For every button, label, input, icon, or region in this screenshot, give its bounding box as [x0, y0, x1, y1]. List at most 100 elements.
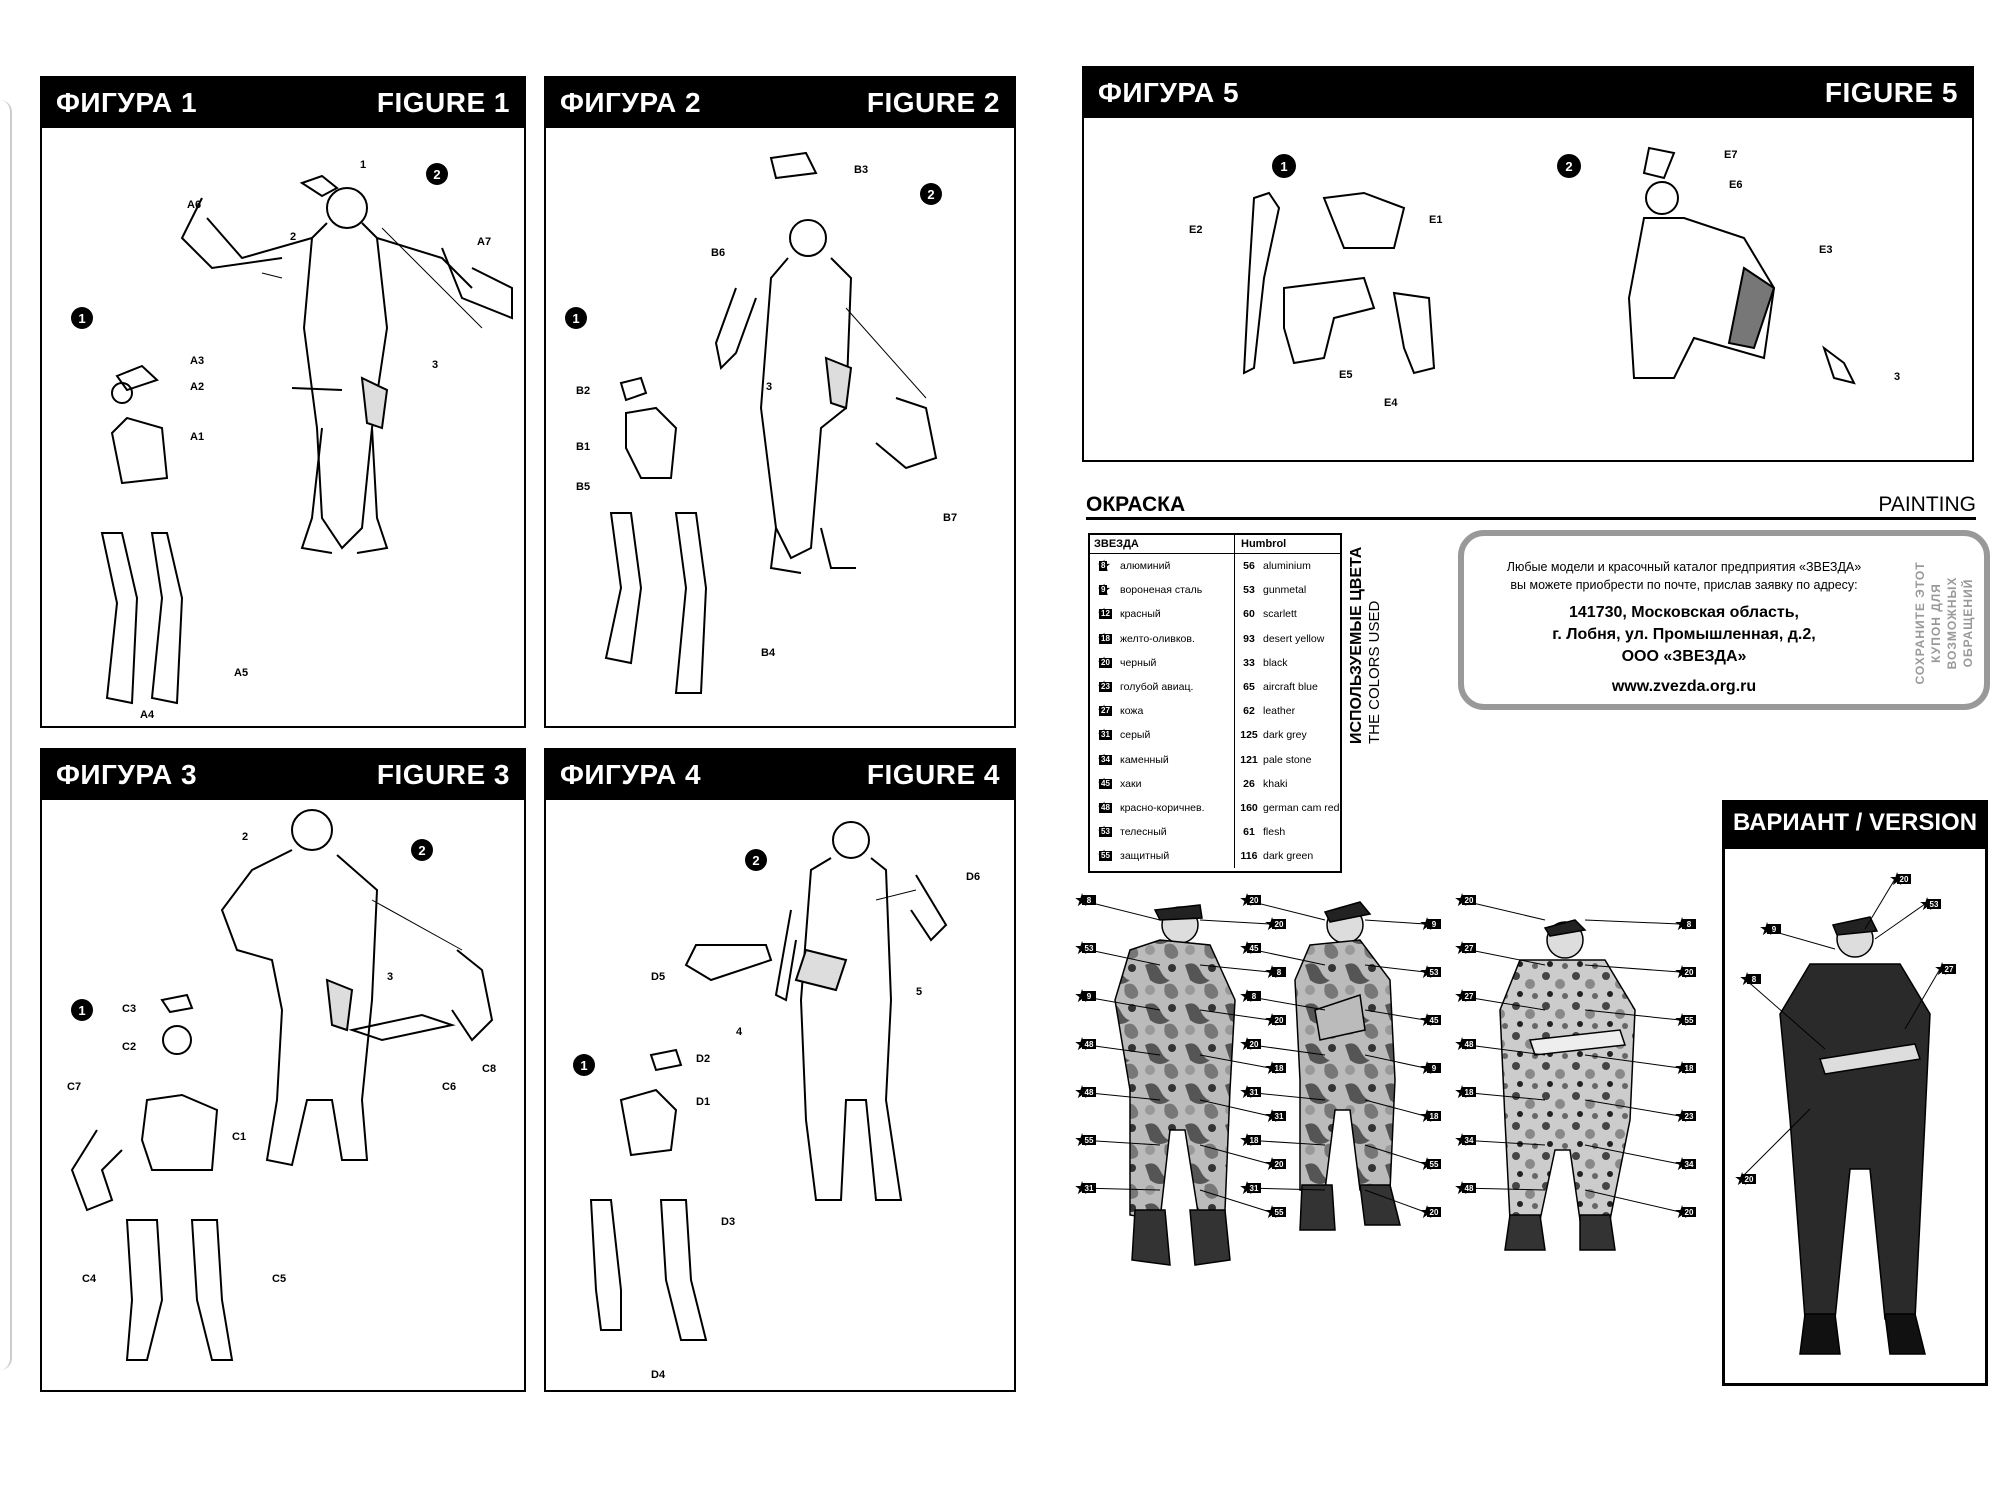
figure-1-title-ru: ФИГУРА 1	[56, 87, 198, 118]
color-table: ЗВЕЗДА Humbrol ★8алюминий56aluminium★9во…	[1088, 533, 1342, 873]
colors-used-en: THE COLORS USED	[1366, 600, 1383, 744]
figure-2-drawing: 1 2 B3 B6 B2 B1 B5 B4 3 B7	[565, 151, 957, 694]
part-label: 3	[432, 359, 438, 371]
callout-badge	[1247, 943, 1261, 953]
part-label: B4	[761, 647, 776, 659]
color-callout: 31	[1250, 1088, 1259, 1097]
color-name-ru: черный	[1118, 650, 1235, 675]
color-callout: 48	[1085, 1088, 1094, 1097]
color-callout: 53	[1430, 968, 1439, 977]
figure-3-title-ru: ФИГУРА 3	[56, 759, 198, 790]
color-name-en: dark green	[1263, 850, 1314, 863]
color-callout: 8	[1252, 992, 1257, 1001]
star-icon: ★31	[1090, 726, 1118, 744]
part-label: 2	[290, 231, 296, 243]
callout-leader	[1364, 919, 1426, 925]
callout-leader	[1904, 968, 1941, 1030]
part-label: E1	[1429, 214, 1442, 226]
color-callout: 48	[1465, 1040, 1474, 1049]
callout-badge	[1462, 1087, 1476, 1097]
figure-3-panel: ФИГУРА 3 FIGURE 3 1 2	[40, 748, 526, 1392]
zvezda-number: 8	[1099, 561, 1108, 572]
figure-5-title-ru: ФИГУРА 5	[1098, 77, 1240, 108]
color-callout: 9	[1087, 992, 1092, 1001]
coupon-address-2: г. Лобня, ул. Промышленная, д.2,	[1552, 626, 1816, 643]
figure-2-title-ru: ФИГУРА 2	[560, 87, 702, 118]
part-label: C8	[482, 1063, 496, 1075]
figure-5-step1: 1	[1280, 159, 1287, 174]
coupon-side-1: СОХРАНИТЕ ЭТОТ	[1913, 561, 1927, 685]
figure-2-title-en: FIGURE 2	[866, 87, 1000, 118]
color-name-en: leather	[1263, 705, 1296, 718]
callout-leader	[1364, 1099, 1426, 1117]
figure-4-panel: ФИГУРА 4 FIGURE 4 1 2 D6	[544, 748, 1016, 1392]
star-icon: ★48	[1090, 799, 1118, 817]
zvezda-number: 45	[1099, 778, 1112, 789]
figure-3-drawing: 1 2 2 3 C8 C6 C3 C2 C7 C1 C4 C5	[67, 809, 496, 1361]
figure-5-step2: 2	[1565, 159, 1572, 174]
part-label: D3	[721, 1216, 735, 1228]
part-label: C2	[122, 1041, 136, 1053]
color-callout: 20	[1275, 1016, 1284, 1025]
part-label: B1	[576, 441, 590, 453]
color-callout: 20	[1250, 1040, 1259, 1049]
color-callout: 31	[1275, 1112, 1284, 1121]
star-icon: ★55	[1090, 847, 1118, 865]
callout-leader	[1874, 903, 1926, 940]
callout-badge	[1682, 1207, 1696, 1217]
callout-badge	[1082, 1039, 1096, 1049]
variant-title: ВАРИАНТ / VERSION	[1722, 800, 1988, 846]
color-callout: 53	[1930, 900, 1939, 909]
callout-badge	[1272, 967, 1286, 977]
coupon-side-note: СОХРАНИТЕ ЭТОТ КУПОН ДЛЯ ВОЗМОЖНЫХ ОБРАЩ…	[1912, 548, 1982, 698]
color-callout: 45	[1430, 1016, 1439, 1025]
part-label: A4	[140, 709, 155, 721]
figure-4-step2: 2	[752, 853, 759, 868]
callout-badge	[1747, 974, 1761, 984]
callout-badge	[1272, 1063, 1286, 1073]
part-label: 5	[916, 986, 922, 998]
color-callout: 18	[1685, 1064, 1694, 1073]
figure-5-title-en: FIGURE 5	[1824, 77, 1958, 108]
painting-title-ru: ОКРАСКА	[1086, 493, 1186, 516]
part-label: A2	[190, 381, 204, 393]
coupon-website: www.zvezda.org.ru	[1611, 678, 1757, 695]
part-label: D4	[651, 1369, 666, 1381]
colors-used-label: ИСПОЛЬЗУЕМЫЕ ЦВЕТА THE COLORS USED	[1348, 534, 1398, 744]
color-name-ru: хаки	[1118, 771, 1235, 796]
figure-1-step2: 2	[433, 167, 440, 182]
part-label: 3	[1894, 371, 1900, 383]
callout-badge	[1082, 1135, 1096, 1145]
callout-leader	[1199, 964, 1271, 973]
humbrol-number: 33	[1243, 656, 1255, 669]
callout-badge	[1427, 1015, 1441, 1025]
color-name-ru: кожа	[1118, 699, 1235, 724]
humbrol-number: 62	[1243, 705, 1255, 718]
coupon-side-2: КУПОН ДЛЯ ВОЗМОЖНЫХ	[1929, 576, 1959, 670]
callout-badge	[1272, 919, 1286, 929]
color-callout: 9	[1432, 920, 1437, 929]
color-callout: 9	[1772, 925, 1777, 934]
color-callout: 45	[1250, 944, 1259, 953]
part-label: B2	[576, 385, 590, 397]
color-callout: 18	[1430, 1112, 1439, 1121]
callout-badge	[1742, 1174, 1756, 1184]
color-callout: 20	[1900, 875, 1909, 884]
callout-badge	[1082, 1087, 1096, 1097]
color-name-ru: красный	[1118, 602, 1235, 627]
humbrol-number: 93	[1243, 632, 1255, 645]
humbrol-number: 65	[1243, 681, 1255, 694]
color-callout: 8	[1687, 920, 1692, 929]
color-table-header: ЗВЕЗДА Humbrol	[1090, 535, 1340, 554]
callout-leader	[1584, 1054, 1681, 1069]
star-icon: ★34	[1090, 751, 1118, 769]
humbrol-number: 60	[1243, 608, 1255, 621]
colors-used-ru: ИСПОЛЬЗУЕМЫЕ ЦВЕТА	[1348, 546, 1365, 744]
